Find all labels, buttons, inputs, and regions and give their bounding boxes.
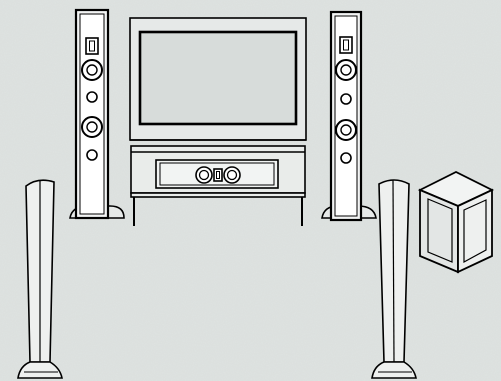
front-right-port-top-icon: [341, 94, 351, 104]
tv-stand-base: [131, 193, 305, 197]
front-left-port-bottom-icon: [87, 150, 97, 160]
front-left-woofer-bottom-icon: [82, 117, 102, 137]
front-right-port-bottom-icon: [341, 153, 351, 163]
subwoofer: [420, 172, 492, 272]
tv: [130, 18, 306, 140]
front-right-tweeter-icon: [340, 37, 352, 53]
front-left-tweeter-icon: [86, 38, 98, 54]
center-left-driver-icon: [196, 167, 212, 183]
center-right-driver-icon: [224, 167, 240, 183]
front-left-port-top-icon: [87, 92, 97, 102]
front-left-woofer-top-icon: [82, 60, 102, 80]
tv-screen: [140, 32, 296, 124]
center-tweeter-icon: [214, 169, 222, 181]
center-speaker: [156, 160, 278, 188]
front-right-woofer-bottom-icon: [336, 120, 356, 140]
front-right-woofer-top-icon: [336, 60, 356, 80]
